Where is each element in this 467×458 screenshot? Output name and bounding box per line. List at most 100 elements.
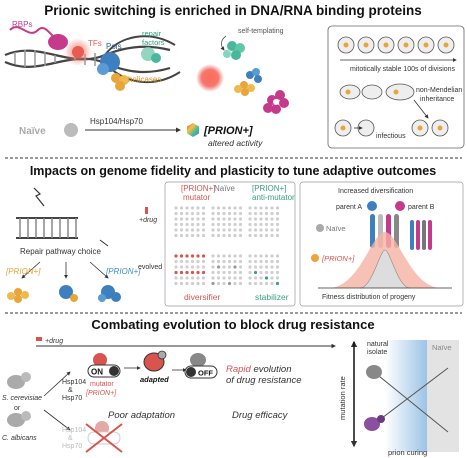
grid-dot: [259, 223, 262, 226]
self-templating-label: self-templating: [238, 28, 284, 35]
grid-dot: [174, 260, 177, 263]
blocked-prion-graphic: [86, 421, 122, 452]
grid-dot: [191, 228, 194, 231]
grid-dot: [191, 282, 194, 285]
grid-dot: [239, 234, 242, 237]
adapted-label: adapted: [140, 375, 169, 384]
grid-dot: [265, 228, 268, 231]
grid-dot: [180, 217, 183, 220]
grid-dot: [248, 228, 251, 231]
grid-dot: [239, 206, 242, 209]
grid-dot: [233, 254, 236, 257]
grid-dot: [174, 271, 177, 274]
drug-vial-icon: [145, 207, 148, 214]
grid-dot: [248, 217, 251, 220]
grid-dot: [217, 265, 220, 268]
helicases-label: helicases: [128, 75, 161, 84]
grid-dot: [239, 271, 242, 274]
grid-dot: [254, 271, 257, 274]
rbps-label: RBPs: [12, 20, 32, 29]
factors-label: factors: [142, 38, 165, 47]
grid-dot: [265, 265, 268, 268]
grid-dot: [259, 234, 262, 237]
grid-dot: [180, 206, 183, 209]
grid-dot: [276, 276, 279, 279]
initial-grids: [174, 206, 279, 237]
grid-dot: [259, 228, 262, 231]
grid-dot: [270, 223, 273, 226]
mutator-label: mutator: [90, 381, 114, 388]
grid-dot: [191, 234, 194, 237]
grid-dot: [254, 265, 257, 268]
prion-left-label: [PRION+]: [5, 267, 41, 276]
grid-dot: [270, 271, 273, 274]
grid-dot: [191, 212, 194, 215]
grid-dot: [248, 260, 251, 263]
grid-dot: [233, 228, 236, 231]
grid-dot: [228, 234, 231, 237]
grid-dot: [254, 212, 257, 215]
mutation-rate-plot: [354, 340, 459, 452]
grid-dot: [233, 260, 236, 263]
grid-dot: [276, 265, 279, 268]
prion-aggregates-graphic: [196, 41, 289, 114]
grid-dot: [259, 276, 262, 279]
grid-dot: [202, 282, 205, 285]
diversifier-label: diversifier: [184, 292, 221, 302]
grid-dot: [191, 260, 194, 263]
tf-protein-icon: [72, 46, 84, 58]
grid-dot: [202, 260, 205, 263]
grid-dot: [222, 276, 225, 279]
grid-dot: [191, 217, 194, 220]
grid-dot: [180, 282, 183, 285]
grid-dot: [248, 276, 251, 279]
grid-dot: [254, 254, 257, 257]
grid-dot: [211, 276, 214, 279]
grid-dot: [185, 223, 188, 226]
grid-dot: [276, 260, 279, 263]
mitotic-label: mitotically stable 100s of divisions: [350, 66, 456, 73]
grid-dot: [254, 276, 257, 279]
grid-dot: [270, 228, 273, 231]
grid-dot: [185, 217, 188, 220]
grid-dot: [270, 206, 273, 209]
grid-dot: [276, 223, 279, 226]
grid-dot: [222, 254, 225, 257]
grid-dot: [196, 228, 199, 231]
isolate-cell-upper: [366, 365, 382, 379]
grid-dot: [254, 228, 257, 231]
rapid-label: Rapid evolution: [226, 364, 292, 375]
drug-efficacy-label: Drug efficacy: [232, 410, 289, 421]
prion-dot-icon: [311, 254, 319, 262]
grid-dot: [270, 260, 273, 263]
c-albicans-label: C. albicans: [2, 435, 37, 442]
grid-dot: [248, 282, 251, 285]
grid-dot: [222, 265, 225, 268]
grid-dot: [174, 212, 177, 215]
grid-dot: [259, 217, 262, 220]
naive-region: [427, 340, 459, 452]
grid-dot: [276, 212, 279, 215]
grid-dot: [276, 228, 279, 231]
grid-dot: [228, 254, 231, 257]
grid-dot: [196, 265, 199, 268]
poor-adaptation-label: Poor adaptation: [108, 410, 175, 421]
grid-dot: [217, 276, 220, 279]
grid-dot: [270, 254, 273, 257]
grid-dot: [185, 271, 188, 274]
grid-dot: [217, 260, 220, 263]
grid-dot: [174, 282, 177, 285]
prion-on-label: [PRION+]: [85, 390, 117, 397]
grid-dot: [254, 260, 257, 263]
non-mendelian-label: non-Mendelian: [416, 87, 462, 94]
grid-dot: [276, 271, 279, 274]
grid-dot: [202, 265, 205, 268]
off-switch-knob: [186, 367, 196, 377]
grid-dot: [233, 223, 236, 226]
grid-dot: [228, 276, 231, 279]
parent-b-icon: [395, 201, 405, 211]
grid-dot: [248, 206, 251, 209]
grid-dot: [228, 271, 231, 274]
grid-dot: [196, 234, 199, 237]
